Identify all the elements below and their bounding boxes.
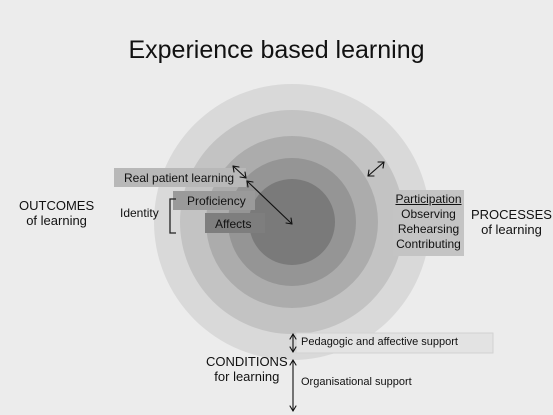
arrow-outer-ring-right-icon (367, 161, 385, 177)
process-item-rehearsing: Rehearsing (397, 222, 460, 236)
real-patient-bar (114, 168, 246, 187)
processes-panel (393, 190, 464, 256)
participation-heading: Participation (395, 192, 462, 206)
processes-line2: of learning (481, 221, 542, 237)
real-patient-learning-tag: Real patient learning (124, 171, 235, 185)
diagram-title: Experience based learning (128, 36, 425, 64)
arrow-conditions-upper-icon (289, 333, 297, 353)
conditions-label: CONDITIONS for learning (206, 354, 288, 385)
conditions-line2: for learning (214, 368, 280, 384)
pedagogic-support-bar (295, 332, 494, 354)
participation-list: Participation Observing Rehearsing Contr… (393, 192, 464, 252)
identity-bracket (169, 198, 176, 234)
organisational-support-label: Organisational support (301, 376, 412, 388)
arrow-outer-ring-left-icon (232, 165, 247, 179)
outcomes-line2: of learning (26, 212, 87, 228)
affects-tag: Affects (215, 217, 252, 231)
identity-label: Identity (120, 206, 159, 220)
conditions-line1: CONDITIONS (206, 354, 288, 369)
arrow-to-core-icon (246, 180, 293, 225)
proficiency-bar (173, 191, 255, 210)
proficiency-tag: Proficiency (187, 194, 246, 208)
process-item-contributing: Contributing (396, 237, 461, 251)
process-item-observing: Observing (401, 207, 456, 221)
pedagogic-support-label: Pedagogic and affective support (301, 336, 458, 348)
outcomes-label: OUTCOMES of learning (19, 198, 95, 229)
arrow-conditions-lower-icon (289, 359, 297, 412)
processes-label: PROCESSES of learning (471, 207, 552, 238)
outcomes-line1: OUTCOMES (19, 198, 95, 213)
processes-line1: PROCESSES (471, 207, 552, 222)
affects-bar (205, 213, 265, 233)
